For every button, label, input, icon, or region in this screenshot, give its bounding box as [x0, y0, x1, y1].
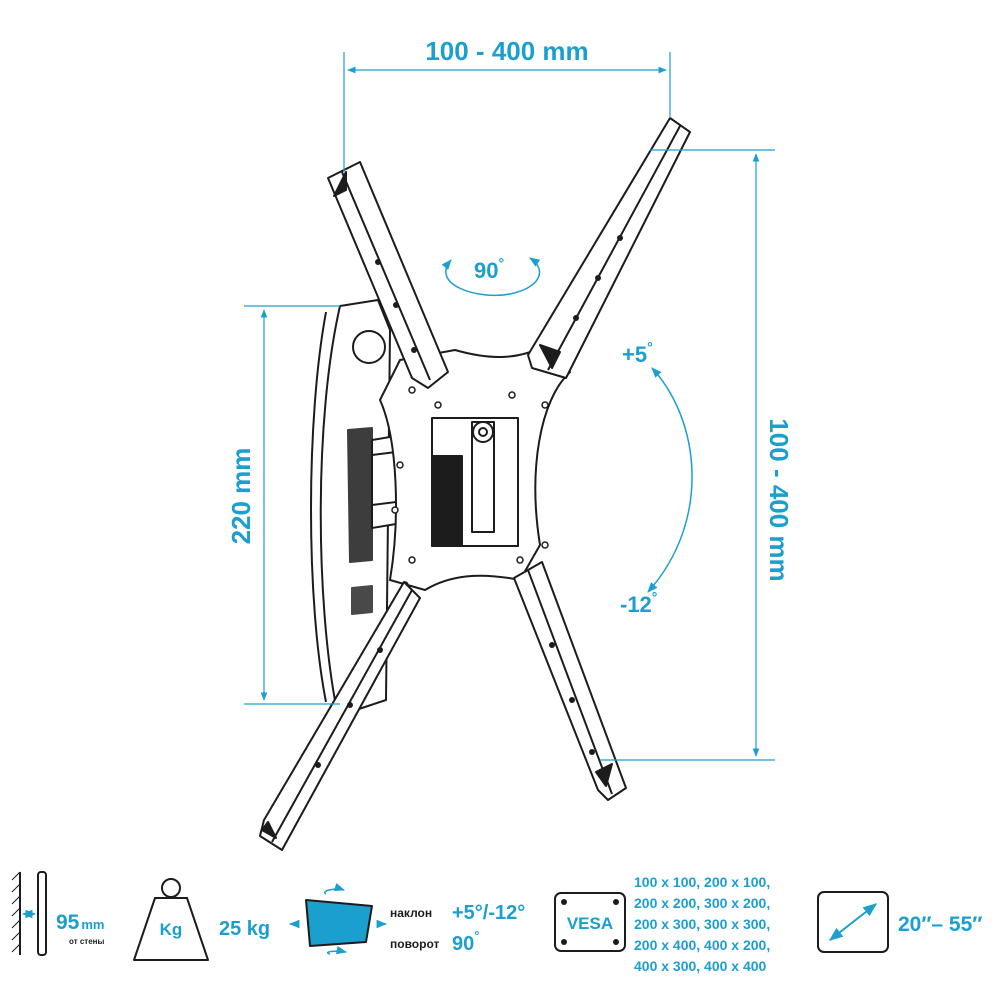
- vesa-line: 100 x 100, 200 x 100,: [634, 874, 770, 890]
- weight-value: 25 kg: [219, 918, 270, 940]
- rail-slots: [315, 235, 623, 768]
- rail-bottom-right: [513, 561, 627, 801]
- tilt-value: +5°/-12°: [452, 902, 525, 924]
- vesa-plate: [379, 344, 571, 591]
- vesa-list: 100 x 100, 200 x 100, 200 x 200, 300 x 2…: [634, 874, 770, 974]
- right-height-label: 100 - 400 mm: [764, 418, 794, 581]
- swivel-value: 90°: [452, 928, 479, 955]
- tilt-up-label: +5°: [622, 339, 653, 367]
- vesa-line: 200 x 400, 400 x 200,: [634, 937, 770, 953]
- vesa-icon: [554, 892, 626, 952]
- screen-diagonal-icon: [817, 891, 889, 953]
- rotation-label: 90°: [474, 255, 504, 283]
- rotation-arrow: [441, 257, 541, 297]
- rail-top-left: [327, 161, 449, 389]
- wall-plate: [310, 299, 391, 713]
- dimension-top: [343, 52, 671, 172]
- swivel-label: поворот: [390, 937, 439, 951]
- dimension-left: [244, 305, 340, 705]
- tilt-label: наклон: [390, 906, 432, 920]
- screen-size-value: 20″– 55″: [898, 913, 982, 936]
- dimension-right: [600, 149, 775, 761]
- rail-top-right: [527, 117, 691, 379]
- weight-icon: [133, 878, 209, 961]
- vesa-line: 400 x 300, 400 x 400: [634, 958, 767, 974]
- vesa-line: 200 x 200, 300 x 200,: [634, 895, 770, 911]
- left-height-label: 220 mm: [226, 448, 256, 545]
- tilt-down-label: -12°: [620, 589, 657, 617]
- tilt-arrow: [647, 367, 693, 593]
- weight-icon-label: Kg: [160, 920, 183, 939]
- tilt-swivel-icon: [288, 883, 388, 955]
- vesa-icon-label: VESA: [567, 914, 613, 933]
- top-width-label: 100 - 400 mm: [425, 36, 588, 66]
- wall-distance-caption: от стены: [69, 937, 104, 946]
- vesa-line: 200 x 300, 300 x 300,: [634, 916, 770, 932]
- wall-distance-icon: [11, 871, 47, 956]
